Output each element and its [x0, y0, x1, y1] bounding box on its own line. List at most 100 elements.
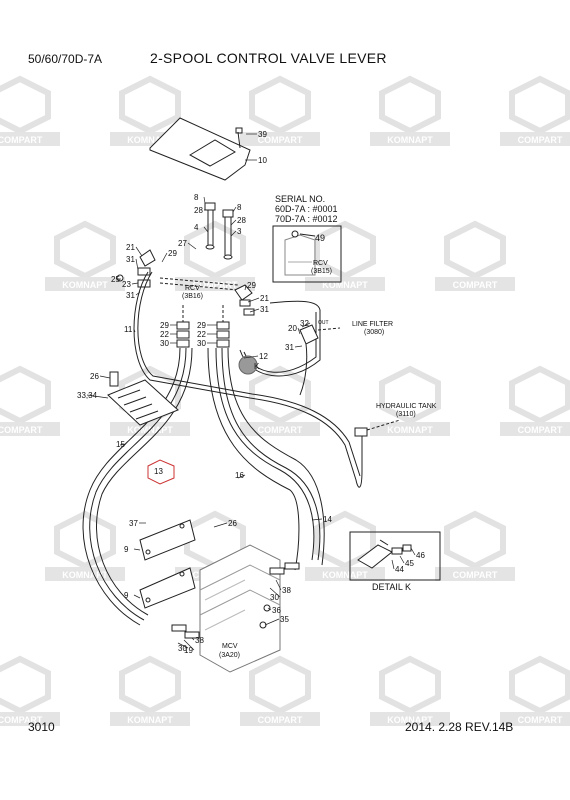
part-callout: 46 [416, 551, 425, 560]
callout-leader-line [391, 559, 395, 570]
callout-leader-line [131, 282, 139, 285]
k-marker-circle [238, 355, 258, 375]
watermark-tile: COMPART [240, 655, 320, 726]
callout-leader-line [99, 375, 111, 379]
part-callout: 30 [197, 339, 206, 348]
callout-leader-line [264, 618, 280, 626]
callout-leader-line [244, 284, 247, 291]
k-marker-label: K [254, 362, 260, 371]
cover-plate [149, 117, 251, 181]
callout-leader-line [297, 327, 301, 335]
part-callout: 31 [260, 305, 269, 314]
watermark-tile: COMPART [500, 655, 570, 726]
part-callout: 11 [124, 325, 133, 334]
watermark-tile: COMPART [0, 365, 60, 436]
hydraulic-tank-label: HYDRAULIC TANK [376, 403, 437, 410]
part-callout: 39 [258, 130, 267, 139]
part-callout: 30 [270, 593, 279, 602]
watermark-text: COMPART [518, 715, 563, 725]
serial-box-frame [272, 225, 342, 283]
line-filter-code: (3080) [364, 329, 384, 336]
watermark-text: COMPART [258, 135, 303, 145]
part-callout: 23 [122, 280, 131, 289]
watermark-text: KOMNAPT [387, 135, 433, 145]
part-callout: 32 [300, 319, 309, 328]
hydraulic-tank-fitting [354, 419, 401, 437]
part-callout: 19 [184, 646, 193, 655]
serial-title: SERIAL NO. [275, 194, 325, 204]
callout-leader-line [230, 219, 237, 226]
part-callout: 27 [178, 239, 187, 248]
watermark-text: COMPART [0, 135, 43, 145]
part-callout: 44 [395, 565, 404, 574]
callout-leader-line [275, 579, 282, 591]
watermark-tile: KOMNAPT [370, 75, 450, 146]
callout-leader-line [232, 206, 237, 213]
watermark-text: COMPART [258, 715, 303, 725]
part-callout: 4 [194, 223, 199, 232]
page-number: 3010 [28, 720, 55, 734]
watermark-text: COMPART [0, 425, 43, 435]
fitting-stacks [176, 305, 230, 348]
callout-leader-line [237, 474, 246, 479]
part-callout: 29 [247, 281, 256, 290]
part-callout: 29 [160, 321, 169, 330]
watermark-tile: KOMNAPT [370, 655, 450, 726]
line-filter-label: LINE FILTER [352, 321, 393, 328]
watermark-text: KOMNAPT [127, 135, 173, 145]
part-callout: 30 [160, 339, 169, 348]
watermark-tile: COMPART [0, 75, 60, 146]
part-callout: 30 [178, 644, 187, 653]
part-callout: 28 [194, 206, 203, 215]
watermark-tile: COMPART [500, 365, 570, 436]
part-callout: 21 [126, 243, 135, 252]
watermark-text: COMPART [518, 135, 563, 145]
watermark-tile: COMPART [0, 655, 60, 726]
watermark-tile: KOMNAPT [45, 220, 125, 291]
callout-leader-line [410, 547, 416, 556]
callout-leader-line [269, 587, 281, 598]
watermark-text: KOMNAPT [387, 425, 433, 435]
watermark-text: KOMNAPT [62, 570, 108, 580]
part-callout: 16 [235, 471, 244, 480]
callout-leader-line [230, 230, 237, 237]
part-callout: 31 [285, 343, 294, 352]
watermark-text: KOMNAPT [322, 570, 368, 580]
watermark-tile: COMPART [175, 220, 255, 291]
watermark-text: KOMNAPT [127, 715, 173, 725]
callout-leader-line [203, 226, 209, 233]
watermark-tile: KOMNAPT [110, 655, 190, 726]
part-callout: 25 [111, 275, 120, 284]
callout-leader-line [191, 637, 195, 641]
detail-k-label: DETAIL K [372, 582, 411, 592]
watermark-tile: KOMNAPT [370, 365, 450, 436]
watermark-text: COMPART [453, 280, 498, 290]
part-callout: 26 [90, 372, 99, 381]
watermark-tile: COMPART [435, 220, 515, 291]
revision-date: 2014. 2.28 REV.14B [405, 720, 514, 734]
watermark-text: COMPART [0, 715, 43, 725]
part-callout: 31 [126, 291, 135, 300]
callout-leader-line [249, 308, 260, 313]
watermark-text: KOMNAPT [62, 280, 108, 290]
callout-leader-line [301, 322, 311, 328]
callout-leader-line [311, 518, 323, 521]
mcv-valve-body [171, 544, 300, 673]
serial-rcv-label: RCV [313, 260, 328, 267]
callout-leader-line [187, 242, 197, 250]
serial-ref-part: 49 [315, 233, 325, 243]
callout-leader-line [183, 639, 195, 651]
callout-leader-line [119, 443, 127, 446]
callout-leader-line [267, 607, 272, 611]
hose-11 [133, 271, 363, 488]
part-callout: 9 [124, 591, 129, 600]
part-callout: 3 [237, 227, 242, 236]
callout-leader-line [294, 345, 303, 348]
mcv-label: MCV [222, 643, 238, 650]
rcv-left-fittings [116, 249, 239, 291]
line-filter-fitting [299, 324, 341, 396]
lever-studs [204, 202, 234, 260]
watermark-tile: COMPART [240, 75, 320, 146]
